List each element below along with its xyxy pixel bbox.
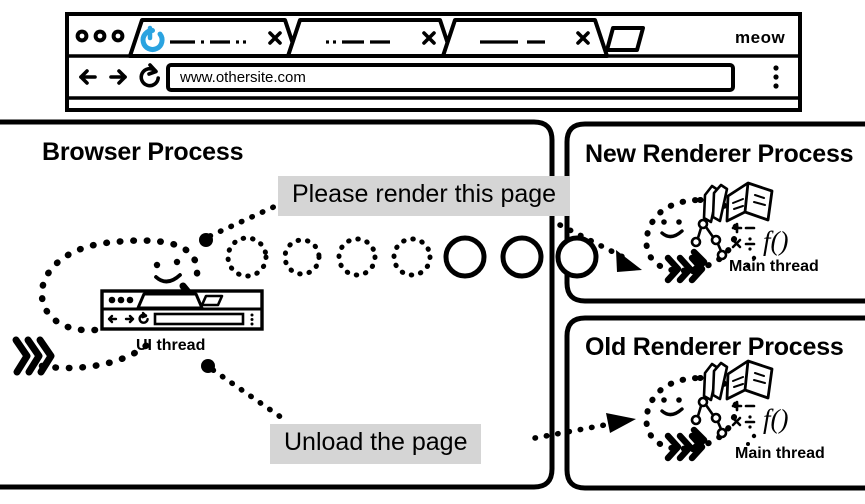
mini-browser-window-icon: [100, 289, 264, 331]
old-renderer-process-panel: [564, 315, 865, 491]
old-renderer-main-thread-group: f(): [643, 359, 788, 462]
unload-arrow-to-old-renderer: [532, 421, 613, 441]
tab-third[interactable]: [441, 18, 609, 58]
render-leader-line: [207, 202, 281, 239]
smiley-face-icon: [660, 219, 684, 239]
unload-leader-line: [210, 367, 288, 423]
dom-tree-icon: [690, 218, 728, 261]
forward-arrow-icon[interactable]: [109, 69, 127, 85]
url-text[interactable]: www.othersite.com: [180, 69, 306, 86]
chevron-arrows-icon: [12, 336, 55, 376]
render-message-bubble: Please render this page: [278, 176, 571, 216]
ipc-dotted-circles: [225, 235, 433, 279]
open-book-icon: [725, 181, 774, 223]
new-renderer-main-thread-label: Main thread: [729, 258, 819, 275]
dom-tree-icon: [690, 396, 728, 439]
loading-spinner-icon: [140, 25, 165, 52]
back-arrow-icon[interactable]: [79, 69, 97, 85]
ui-thread-tail: [38, 340, 152, 372]
url-bar[interactable]: [166, 63, 735, 92]
close-icon[interactable]: [268, 31, 282, 45]
ui-thread-loop: [38, 237, 201, 334]
window-control-dots[interactable]: [75, 29, 125, 43]
math-symbols-icon: [731, 400, 756, 429]
new-tab-icon[interactable]: [605, 26, 645, 52]
ipc-solid-circles: [443, 235, 599, 279]
unload-message-bubble: Unload the page: [270, 424, 482, 464]
function-f-icon: f(): [763, 404, 788, 434]
kebab-menu-icon[interactable]: [773, 65, 779, 89]
ui-thread-label: UI thread: [136, 337, 206, 354]
smiley-face-icon: [660, 397, 684, 417]
reload-icon[interactable]: [139, 63, 160, 88]
close-icon[interactable]: [422, 31, 436, 45]
old-renderer-main-thread-label: Main thread: [735, 445, 825, 462]
new-renderer-process-title: New Renderer Process: [585, 140, 854, 168]
browser-process-title: Browser Process: [42, 138, 244, 166]
old-renderer-process-title: Old Renderer Process: [585, 333, 844, 361]
books-icon: [702, 183, 729, 224]
function-f-icon: f(): [763, 226, 788, 256]
render-arrow-to-new-renderer: [557, 222, 628, 261]
browser-brand-label: meow: [735, 28, 786, 47]
browser-process-panel: [0, 119, 555, 490]
tab-active[interactable]: [128, 18, 299, 58]
open-book-icon: [725, 359, 774, 401]
new-renderer-main-thread-group: f(): [643, 181, 788, 284]
unload-arrowhead: [606, 413, 636, 433]
books-icon: [702, 361, 729, 402]
tab-second[interactable]: [286, 18, 454, 58]
render-arrowhead: [616, 250, 642, 272]
close-icon[interactable]: [576, 31, 590, 45]
smiley-face-icon: [153, 258, 182, 284]
math-symbols-icon: [731, 222, 756, 251]
